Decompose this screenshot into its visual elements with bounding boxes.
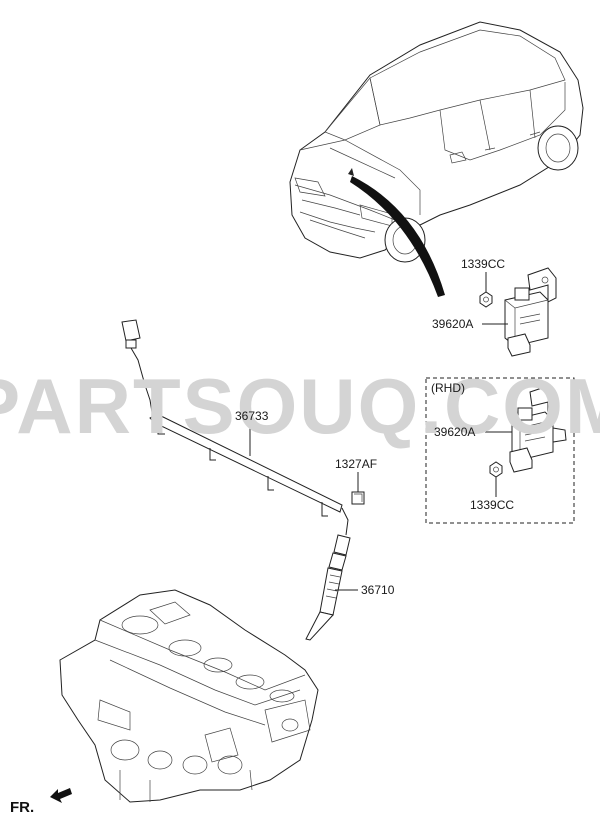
watermark: PARTSOUQ.COM — [0, 362, 600, 450]
vehicle-illustration — [289, 21, 584, 297]
callout-nut-rhd: 1339CC — [470, 498, 514, 512]
callout-sensor-rhd: 39620A — [434, 425, 475, 439]
callout-sensor-top: 39620A — [432, 317, 473, 331]
engine-cylinder-head — [59, 589, 319, 803]
wiring-harness — [121, 319, 349, 536]
callout-harness: 36733 — [235, 409, 269, 423]
clip — [351, 491, 365, 505]
sensor-top — [504, 267, 557, 357]
callout-rhd: (RHD) — [431, 381, 465, 395]
callout-clip: 1327AF — [335, 457, 377, 471]
glow-plug — [305, 534, 351, 641]
direction-marker: FR. — [10, 799, 34, 816]
nut-top — [479, 272, 493, 308]
nut-rhd — [489, 461, 503, 497]
sensor-rhd — [509, 385, 567, 473]
front-arrow-icon — [50, 788, 72, 803]
callout-nut-top: 1339CC — [461, 257, 505, 271]
rhd-box — [425, 377, 575, 524]
callout-glow-plug: 36710 — [361, 583, 395, 597]
